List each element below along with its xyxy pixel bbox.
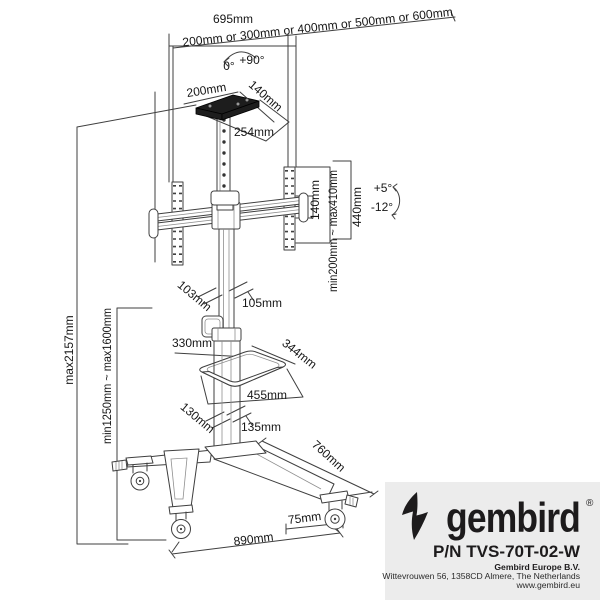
base <box>124 440 335 509</box>
registered-mark: ® <box>586 498 594 509</box>
part-number: P/N TVS-70T-02-W <box>433 543 580 561</box>
pole-collar <box>211 327 242 342</box>
company-website: www.gembird.eu <box>515 580 580 590</box>
dim-label-shelf-total: 455mm <box>247 388 287 402</box>
company-address: Wittevrouwen 56, 1358CD Almere, The Neth… <box>382 571 580 581</box>
brand-panel-background <box>385 482 600 600</box>
top-column <box>210 111 240 211</box>
shelf-front-rim <box>201 366 284 387</box>
dim-label-base-depth: 760mm <box>309 437 348 474</box>
dim-label-shelf-depth: 344mm <box>279 336 319 372</box>
tilt-arc <box>391 183 401 220</box>
dim-label-height-range: min200mm ~ max410mm <box>328 170 340 292</box>
caster-right <box>319 490 359 530</box>
dim-label-shelf-width: 330mm <box>172 336 212 350</box>
gembird-bird-icon <box>402 492 428 540</box>
dim-label-column-range: min1250mm ~ max1600mm <box>100 308 114 444</box>
dim-label-tilt-down: -12° <box>371 200 393 214</box>
brand-logo-text: gembird <box>446 494 580 541</box>
rotation-arc <box>223 51 257 67</box>
dim-label-rotation-plus90: +90° <box>239 53 264 67</box>
company-name: Gembird Europe B.V. <box>494 562 580 572</box>
dim-label-pole-depth: 103mm <box>175 278 215 314</box>
dim-label-vesa-height: 440mm <box>350 187 364 227</box>
dim-label-max-height: max2157mm <box>62 315 76 384</box>
pole-dimension-ticks <box>197 281 255 429</box>
caster-rear-left <box>111 455 154 491</box>
dim-label-tilt-up: +5° <box>374 181 393 195</box>
dim-label-lower-pole-width: 135mm <box>241 420 281 434</box>
brand-panel: gembird ® P/N TVS-70T-02-W Gembird Europ… <box>382 482 600 600</box>
dim-label-base-width: 890mm <box>233 530 274 549</box>
dim-label-plate-width: 200mm <box>186 80 228 100</box>
dim-label-rotation-zero: 0° <box>223 59 235 73</box>
lower-pole <box>213 340 241 453</box>
dim-label-pole-width: 105mm <box>242 296 282 310</box>
upper-pole <box>218 228 235 331</box>
dim-label-caster-offset: 75mm <box>287 509 322 527</box>
caster-front <box>168 504 194 539</box>
dim-label-bracket-height: 140mm <box>308 180 322 220</box>
right-dimension-lines <box>295 160 352 244</box>
top-plate <box>195 94 260 121</box>
dim-label-plate-diagonal: 254mm <box>234 125 274 139</box>
left-dimension-lines <box>76 104 197 545</box>
dim-label-total-width: 695mm <box>213 12 253 26</box>
